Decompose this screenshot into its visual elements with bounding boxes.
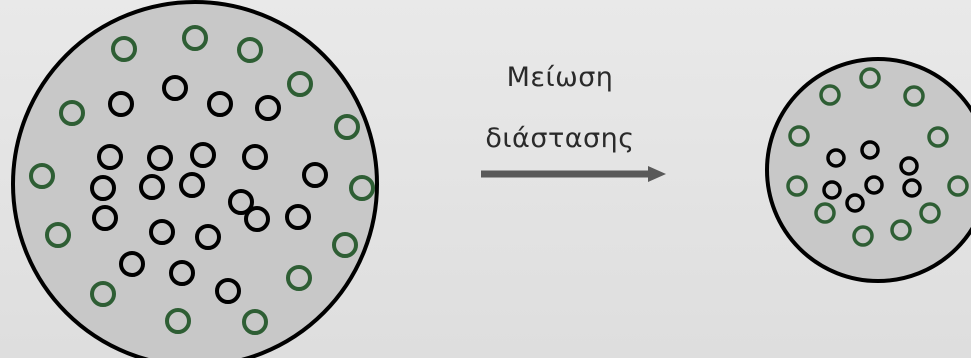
inner-particle bbox=[228, 189, 254, 215]
outer-particle bbox=[165, 308, 191, 334]
inner-particle bbox=[139, 174, 165, 200]
reduction-arrow bbox=[481, 166, 666, 182]
inner-particle bbox=[864, 175, 884, 195]
inner-particle bbox=[147, 145, 173, 171]
outer-particle bbox=[45, 222, 71, 248]
inner-particle bbox=[169, 260, 195, 286]
outer-particle bbox=[814, 202, 836, 224]
outer-particle bbox=[890, 219, 912, 241]
inner-particle bbox=[119, 251, 145, 277]
inner-particle bbox=[90, 175, 116, 201]
outer-particle bbox=[287, 71, 313, 97]
inner-particle bbox=[92, 205, 118, 231]
outer-particle bbox=[111, 36, 137, 62]
label-line-1: Μείωση bbox=[506, 62, 614, 93]
inner-particle bbox=[207, 91, 233, 117]
inner-particle bbox=[215, 278, 241, 304]
inner-particle bbox=[285, 204, 311, 230]
outer-particle bbox=[59, 100, 85, 126]
inner-particle bbox=[899, 156, 919, 176]
high-dimensional-cluster bbox=[11, 0, 379, 358]
low-dimensional-cluster bbox=[765, 57, 971, 283]
outer-particle bbox=[334, 114, 360, 140]
inner-particle bbox=[902, 178, 922, 198]
inner-particle bbox=[149, 219, 175, 245]
inner-particle bbox=[162, 75, 188, 101]
high-dim-disc bbox=[11, 0, 379, 358]
outer-particle bbox=[29, 163, 55, 189]
inner-particle bbox=[255, 95, 281, 121]
outer-particle bbox=[788, 125, 810, 147]
inner-particle bbox=[179, 172, 205, 198]
outer-particle bbox=[237, 37, 263, 63]
outer-particle bbox=[852, 225, 874, 247]
outer-particle bbox=[947, 175, 969, 197]
outer-particle bbox=[927, 126, 949, 148]
inner-particle bbox=[822, 180, 842, 200]
outer-particle bbox=[903, 85, 925, 107]
outer-particle bbox=[90, 281, 116, 307]
outer-particle bbox=[182, 25, 208, 51]
outer-particle bbox=[242, 309, 268, 335]
outer-particle bbox=[332, 232, 358, 258]
inner-particle bbox=[108, 91, 134, 117]
outer-particle bbox=[859, 67, 881, 89]
inner-particle bbox=[244, 206, 270, 232]
outer-particle bbox=[286, 265, 312, 291]
outer-particle bbox=[819, 84, 841, 106]
outer-particle bbox=[919, 202, 941, 224]
inner-particle bbox=[302, 162, 328, 188]
low-dim-disc bbox=[765, 57, 971, 283]
label-line-2: διάστασης bbox=[485, 123, 635, 154]
inner-particle bbox=[97, 144, 123, 170]
inner-particle bbox=[845, 193, 865, 213]
outer-particle bbox=[786, 175, 808, 197]
arrow-head bbox=[648, 166, 666, 182]
inner-particle bbox=[190, 142, 216, 168]
inner-particle bbox=[195, 224, 221, 250]
inner-particle bbox=[860, 140, 880, 160]
inner-particle bbox=[242, 144, 268, 170]
inner-particle bbox=[826, 148, 846, 168]
outer-particle bbox=[349, 175, 375, 201]
